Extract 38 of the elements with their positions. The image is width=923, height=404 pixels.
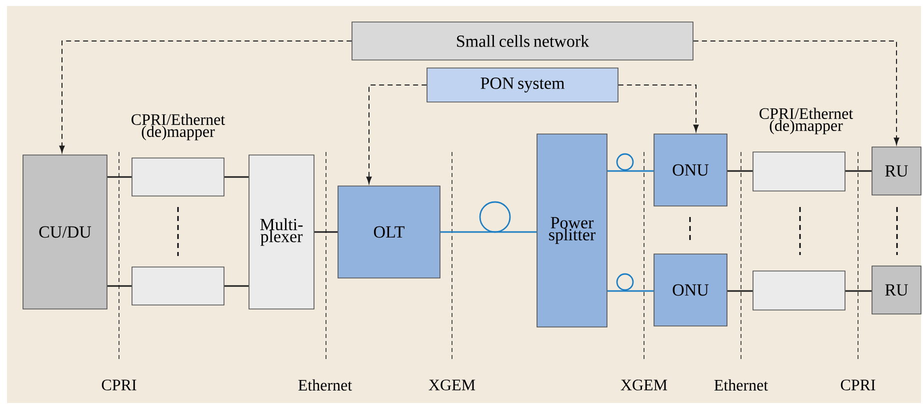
arrow [618, 84, 699, 132]
arrow [692, 40, 900, 145]
interface-label: XGEM [428, 380, 476, 390]
connector-line [107, 285, 132, 287]
onu-box: ONU [654, 134, 728, 206]
olt-box: OLT [338, 186, 440, 278]
interface-label: Ethernet [298, 379, 352, 391]
interface-label: CPRI [840, 380, 876, 390]
connector-line [727, 290, 753, 292]
arrow [366, 84, 428, 184]
connector-line [224, 285, 249, 287]
ru-box: RU [872, 146, 922, 196]
connector-line [845, 290, 872, 292]
multiplexer-box: Multi- plexer [248, 154, 314, 310]
connector-line [845, 170, 872, 172]
mapper-box [752, 152, 846, 192]
system-box: PON system [426, 68, 618, 102]
onu-box: ONU [654, 254, 728, 326]
arrow [59, 40, 352, 153]
mapper-box [132, 266, 224, 306]
connector-line [607, 290, 654, 292]
connector-line [727, 170, 753, 172]
connector-line [440, 231, 537, 233]
interface-label: XGEM [620, 380, 668, 390]
splitter-box: Power splitter [536, 134, 608, 328]
mapper-box [132, 158, 224, 196]
interface-label: CPRI/Ethernet (de)mapper [760, 108, 854, 134]
interface-label: Ethernet [714, 379, 768, 391]
interface-label: CPRI [102, 380, 136, 390]
mapper-box [752, 270, 846, 310]
connector-line [224, 176, 249, 178]
unit-box: CU/DU [22, 154, 108, 310]
network-box: Small cells network [352, 22, 694, 60]
interface-label: CPRI/Ethernet (de)mapper [132, 114, 226, 140]
ru-box: RU [872, 266, 922, 314]
connector-line [314, 231, 338, 233]
connector-line [107, 176, 132, 178]
connector-line [607, 170, 654, 172]
